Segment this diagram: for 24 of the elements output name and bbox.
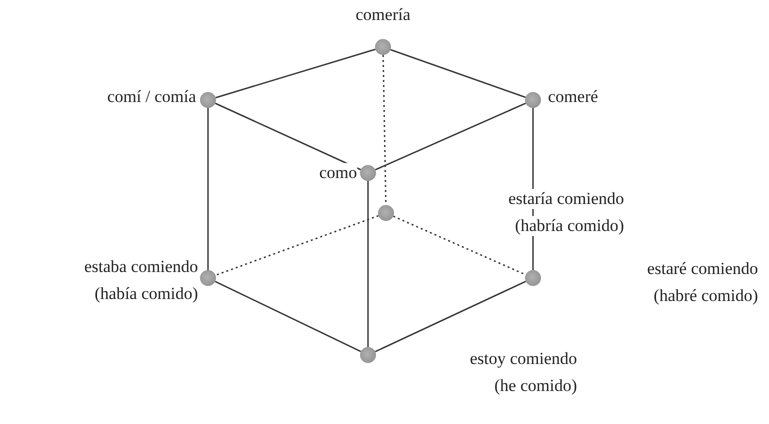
vertex-dot	[525, 270, 541, 286]
vertex-dot	[378, 205, 394, 221]
vertex-dot	[200, 92, 216, 108]
verb-form-label: (habré comido)	[654, 286, 758, 306]
cube-edge	[390, 49, 526, 98]
cube-edge	[214, 102, 362, 170]
vertex-dot	[525, 92, 541, 108]
cube-edge	[207, 108, 209, 270]
verb-form-label: estaría comiendo	[508, 189, 624, 209]
vertex-dot	[360, 165, 376, 181]
cube-edge	[214, 280, 362, 352]
vertex-dot	[200, 270, 216, 286]
cube-edge	[374, 280, 526, 352]
cube-edge	[375, 102, 526, 170]
verb-form-label: estoy comiendo	[470, 349, 577, 369]
verb-form-label: (había comido)	[94, 284, 198, 304]
verb-form-label: (habría comido)	[514, 216, 624, 236]
cube-edge	[215, 48, 376, 98]
cube-edge	[367, 181, 369, 347]
dotted-edge	[393, 216, 526, 276]
vertex-dot	[360, 347, 376, 363]
vertex-dot	[375, 39, 391, 55]
dotted-edge	[215, 215, 379, 276]
verb-form-label: (he comido)	[494, 376, 577, 396]
